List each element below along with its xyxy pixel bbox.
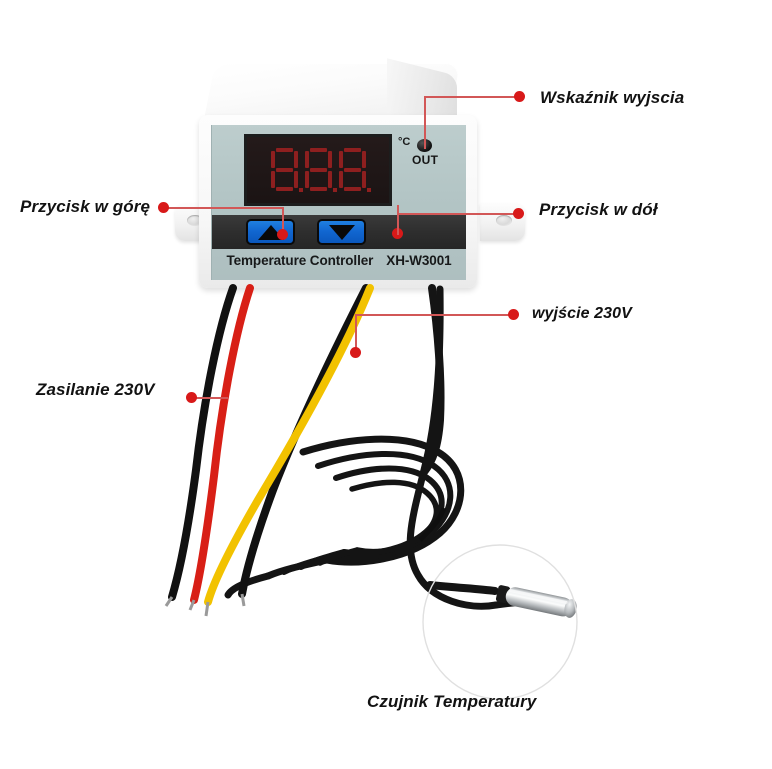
screw-hole-right: [496, 215, 512, 226]
celsius-unit-label: °C: [398, 136, 411, 148]
power-black-wire: [168, 284, 237, 601]
display-bezel: [244, 134, 392, 206]
output-yellow-wire-tip: [204, 601, 210, 617]
leader-dot-down-button: [513, 208, 524, 219]
leader-line-output230-h: [355, 314, 512, 316]
output-black-wire: [238, 284, 370, 598]
label-power230: Zasilanie 230V: [36, 380, 155, 399]
leader-line-output-indicator-h: [424, 96, 518, 98]
brand-text: Temperature Controller: [226, 253, 374, 268]
leader-line-up-button-v: [282, 207, 284, 235]
temperature-controller-device: °C OUT Temperature Controller XH-W3001: [175, 58, 525, 288]
leader-line-down-button-v2: [397, 213, 399, 235]
output-yellow-wire-main: [204, 284, 374, 606]
leader-dot-power230: [186, 392, 197, 403]
screw-hole-left: [187, 215, 203, 226]
faceplate: °C OUT Temperature Controller XH-W3001: [211, 125, 466, 280]
target-dot-output230: [350, 347, 361, 358]
display-digit: [304, 148, 337, 192]
display-digit: [338, 148, 371, 192]
model-text: XH-W3001: [386, 253, 452, 268]
display-digit: [270, 148, 303, 192]
leader-line-output-indicator-v: [424, 96, 426, 149]
label-output-indicator: Wskaźnik wyjscia: [540, 88, 685, 107]
target-dot-up-button: [277, 229, 288, 240]
power-red-wire: [190, 284, 254, 604]
sensor-cable-top: [420, 284, 445, 476]
down-button[interactable]: [317, 219, 366, 245]
leader-line-down-button-h: [397, 213, 517, 215]
leader-dot-up-button: [158, 202, 169, 213]
cable-tie: [418, 507, 447, 542]
leader-dot-output230: [508, 309, 519, 320]
probe-highlight-circle: [422, 544, 578, 700]
leader-line-output230-v: [355, 314, 357, 352]
power-red-wire-tip: [188, 599, 196, 611]
sensor-cable: [224, 285, 552, 610]
out-label: OUT: [412, 153, 439, 167]
output-black-wire-tip: [240, 593, 246, 607]
triangle-down-icon: [328, 224, 355, 240]
temperature-probe: [495, 585, 577, 618]
leader-line-up-button-h: [168, 207, 283, 209]
seven-segment-display: [247, 137, 389, 203]
brand-row: Temperature Controller XH-W3001: [212, 253, 466, 268]
label-up-button: Przycisk w górę: [20, 197, 151, 216]
power-black-wire-tip: [164, 596, 174, 607]
label-temperature-sensor: Czujnik Temperatury: [367, 692, 537, 711]
leader-dot-output-indicator: [514, 91, 525, 102]
probe-lead: [426, 581, 499, 595]
leader-line-down-button-v: [397, 205, 399, 215]
label-down-button: Przycisk w dół: [539, 200, 658, 219]
leader-line-power230-h: [192, 397, 228, 399]
button-strip: [212, 215, 466, 249]
label-output230: wyjście 230V: [532, 305, 632, 322]
